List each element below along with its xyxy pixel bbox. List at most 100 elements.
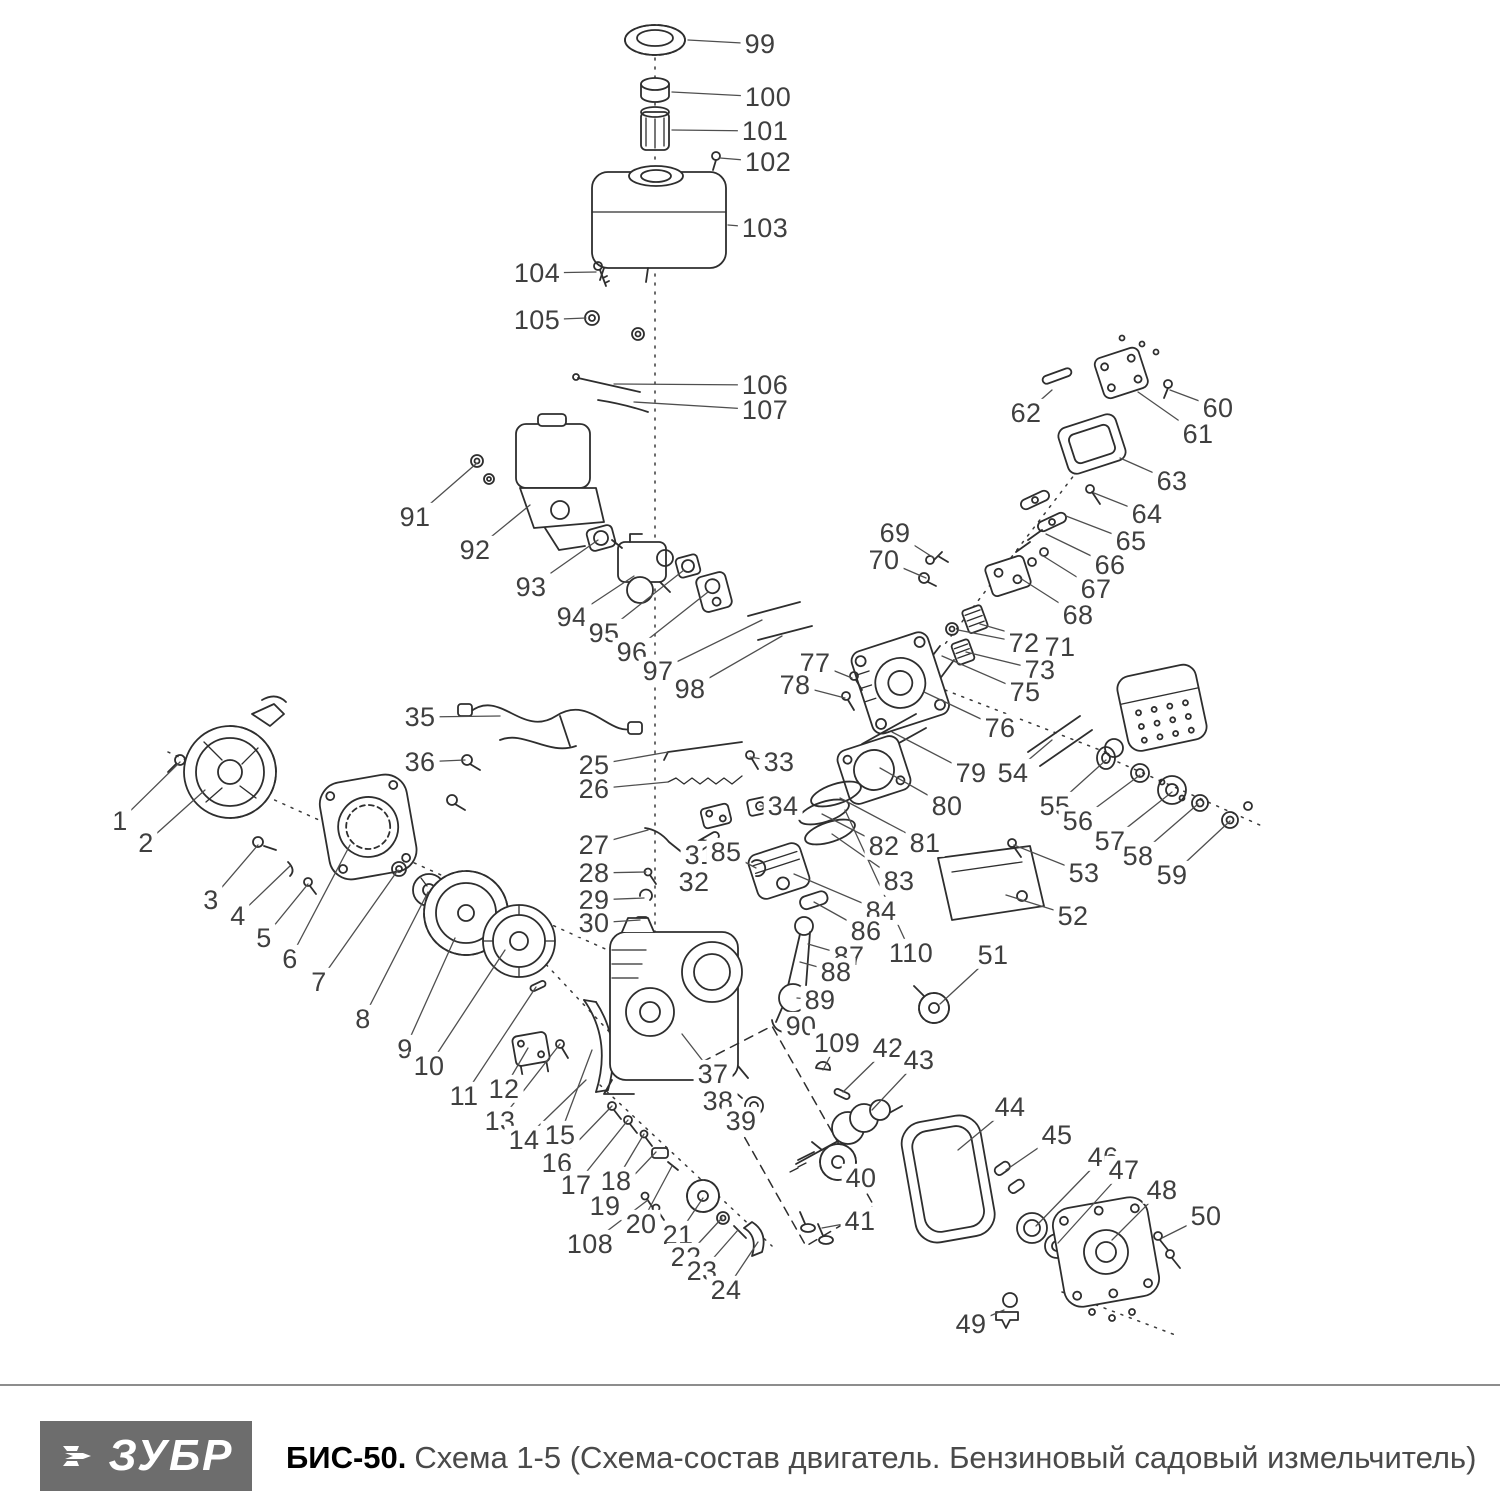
pawl-parts: [252, 836, 317, 895]
head-gasket: [836, 735, 912, 805]
stud-62: [1041, 367, 1073, 385]
part-label-75: 75: [1005, 677, 1045, 706]
oil-drain-49: [995, 1292, 1019, 1329]
part-label-5: 5: [252, 923, 276, 952]
part-label-56: 56: [1058, 806, 1098, 835]
part-label-8: 8: [351, 1004, 375, 1033]
part-label-101: 101: [737, 116, 793, 145]
guide-plate: [984, 555, 1032, 597]
part-label-69: 69: [875, 518, 915, 547]
nut-7: [391, 861, 407, 877]
fuel-line: [572, 373, 649, 413]
screws-16-20: [607, 1101, 679, 1171]
part-label-103: 103: [737, 213, 793, 242]
part-label-40: 40: [841, 1163, 881, 1192]
screw-33: [745, 750, 759, 770]
part-label-61: 61: [1178, 419, 1218, 448]
linkage-27: [644, 827, 690, 859]
part-label-62: 62: [1006, 398, 1046, 427]
fuel-cap: [624, 24, 686, 56]
governor-gear-51: [913, 985, 950, 1024]
part-label-45: 45: [1037, 1120, 1077, 1149]
part-label-59: 59: [1152, 860, 1192, 889]
cylinder-head: [850, 631, 950, 735]
crankcase-cover-48: [1051, 1196, 1161, 1308]
part-label-27: 27: [574, 830, 614, 859]
part-label-34: 34: [763, 791, 803, 820]
part-label-43: 43: [899, 1045, 939, 1074]
wiring-harness: [457, 703, 643, 750]
valve-springs: [945, 604, 989, 666]
zubr-arrow-icon: [62, 1446, 91, 1466]
part-label-11: 11: [445, 1081, 483, 1110]
part-label-85: 85: [706, 837, 746, 866]
part-label-91: 91: [395, 502, 435, 531]
spacer-56: [1130, 763, 1150, 783]
part-label-110: 110: [884, 938, 938, 967]
screw-104: [593, 261, 610, 287]
fan-cover: [318, 773, 418, 881]
part-label-54: 54: [993, 758, 1033, 787]
governor-plate: [699, 802, 733, 830]
flywheel: [482, 904, 556, 978]
part-label-35: 35: [400, 702, 440, 731]
part-label-80: 80: [927, 791, 967, 820]
part-label-24: 24: [706, 1275, 746, 1304]
part-label-67: 67: [1076, 574, 1116, 603]
footer-divider: [0, 1384, 1500, 1386]
part-label-109: 109: [809, 1028, 865, 1057]
part-label-100: 100: [740, 82, 796, 111]
piston-pin: [799, 890, 829, 911]
screw-53: [1007, 838, 1022, 858]
part-label-44: 44: [990, 1092, 1030, 1121]
part-label-47: 47: [1104, 1155, 1144, 1184]
breather-plate: [1093, 346, 1149, 400]
part-label-106: 106: [737, 370, 793, 399]
part-label-53: 53: [1064, 858, 1104, 887]
part-label-1: 1: [108, 806, 132, 835]
part-label-39: 39: [721, 1106, 761, 1135]
part-label-15: 15: [540, 1120, 580, 1149]
tappets-41: [799, 1211, 834, 1245]
carburetor: [611, 533, 674, 604]
governor-rod-25: [663, 741, 743, 761]
part-label-108: 108: [562, 1229, 618, 1258]
part-label-78: 78: [775, 670, 815, 699]
fuel-tank: [591, 165, 727, 283]
part-label-97: 97: [638, 656, 678, 685]
pushrods-54: [1027, 715, 1093, 767]
studs-97-98: [747, 601, 813, 641]
fuel-filter: [640, 106, 670, 151]
shaft-23: [733, 1225, 747, 1239]
cover-gasket-44: [900, 1114, 996, 1244]
heat-shield-52: [937, 845, 1045, 921]
spacer-96: [695, 571, 733, 613]
part-label-89: 89: [800, 985, 840, 1014]
part-label-60: 60: [1198, 393, 1238, 422]
part-label-25: 25: [574, 750, 614, 779]
part-label-63: 63: [1152, 466, 1192, 495]
governor-spring-26: [667, 775, 743, 785]
washer-58: [1191, 794, 1209, 812]
part-label-92: 92: [455, 535, 495, 564]
part-label-93: 93: [511, 572, 551, 601]
part-label-71: 71: [1040, 632, 1080, 661]
part-label-18: 18: [596, 1166, 636, 1195]
scheme-subtitle: Схема 1-5 (Схема-состав двигатель. Бензи…: [414, 1440, 1477, 1475]
model-name: БИС-50.: [286, 1440, 407, 1475]
part-label-107: 107: [737, 395, 793, 424]
muffler: [1104, 663, 1208, 758]
part-label-12: 12: [484, 1074, 524, 1103]
part-label-3: 3: [199, 885, 223, 914]
part-label-2: 2: [134, 828, 158, 857]
part-label-19: 19: [585, 1191, 625, 1220]
part-label-65: 65: [1111, 526, 1151, 555]
part-label-51: 51: [973, 940, 1013, 969]
part-label-37: 37: [693, 1059, 733, 1088]
part-label-64: 64: [1127, 499, 1167, 528]
screws-77-78: [841, 671, 863, 711]
screw-13: [555, 1039, 569, 1059]
part-label-102: 102: [740, 147, 796, 176]
